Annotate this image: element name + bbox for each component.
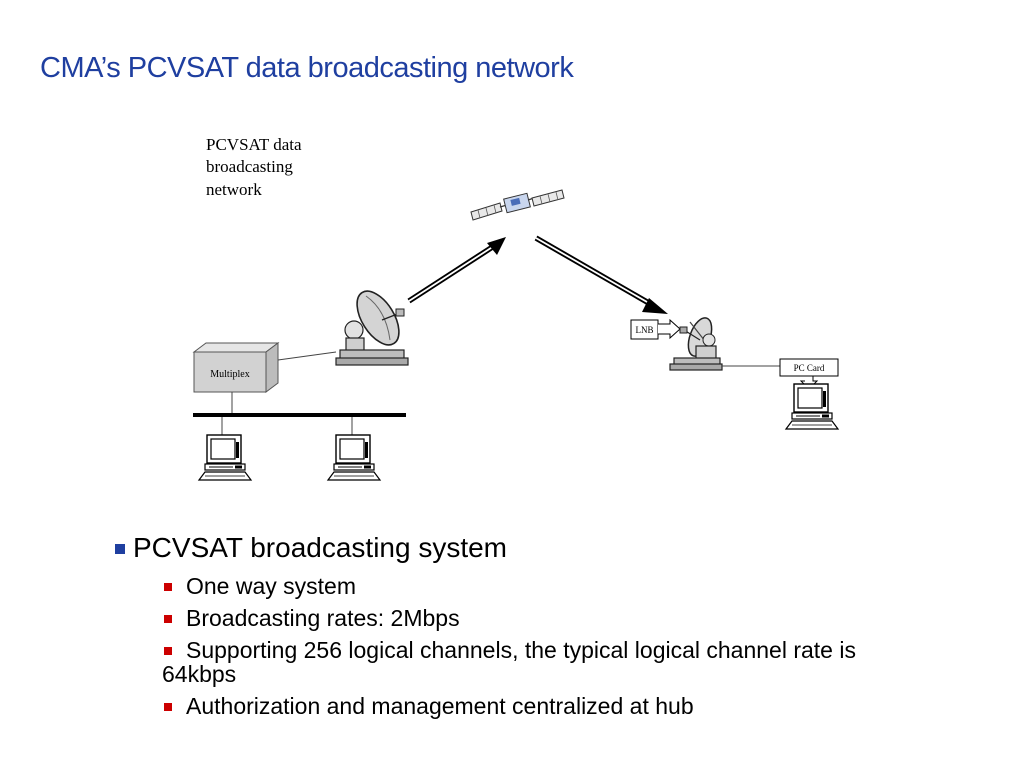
sub-bullet-3: Supporting 256 logical channels, the typ…: [162, 638, 875, 686]
lan-bus: [193, 413, 406, 417]
uplink-arrow: [407, 237, 506, 304]
pc-card-label: PC Card: [794, 363, 825, 373]
hub-computer-icon-2: [327, 434, 381, 481]
diagram-caption-line-3: network: [206, 180, 262, 199]
red-square-bullet-icon: [164, 583, 172, 591]
multiplex-dish-cable: [277, 351, 337, 361]
bullet-main: PCVSAT broadcasting system: [115, 530, 875, 566]
red-square-bullet-icon: [164, 615, 172, 623]
multiplex-box: Multiplex: [192, 342, 280, 393]
blue-square-bullet-icon: [115, 544, 125, 554]
downlink-arrow: [534, 235, 668, 314]
sub-bullet-2-text: Broadcasting rates: 2Mbps: [186, 605, 460, 631]
lnb-label: LNB: [636, 325, 654, 335]
sub-bullet-2: Broadcasting rates: 2Mbps: [162, 606, 875, 630]
sub-bullet-4: Authorization and management centralized…: [162, 694, 875, 718]
hub-dish-antenna-icon: [335, 290, 409, 366]
sub-bullet-1-text: One way system: [186, 573, 356, 599]
pc-card-box: PC Card: [779, 358, 839, 377]
sub-bullet-3-text: Supporting 256 logical channels, the typ…: [162, 637, 856, 687]
diagram-caption: PCVSAT data broadcasting network: [206, 135, 306, 199]
network-diagram: PCVSAT data broadcasting network: [192, 135, 839, 481]
receive-dish-antenna-icon: [669, 317, 723, 371]
multiplex-label: Multiplex: [210, 369, 249, 380]
satellite-icon: [470, 189, 565, 221]
lnb-box: LNB: [630, 319, 659, 340]
red-square-bullet-icon: [164, 647, 172, 655]
sub-bullet-1: One way system: [162, 574, 875, 598]
lnb-pointer-arrow: [658, 318, 681, 340]
pc-card-pointer-arrow: [799, 375, 819, 390]
bullet-list: PCVSAT broadcasting system One way syste…: [115, 530, 875, 718]
red-square-bullet-icon: [164, 703, 172, 711]
sub-bullet-4-text: Authorization and management centralized…: [186, 693, 694, 719]
hub-computer-icon-1: [198, 434, 252, 481]
remote-computer-icon: [785, 383, 839, 430]
bullet-main-text: PCVSAT broadcasting system: [133, 532, 508, 563]
slide-title: CMA’s PCVSAT data broadcasting network: [40, 52, 574, 84]
diagram-caption-line-2: broadcasting: [206, 157, 293, 176]
diagram-caption-line-1: PCVSAT data: [206, 135, 302, 154]
